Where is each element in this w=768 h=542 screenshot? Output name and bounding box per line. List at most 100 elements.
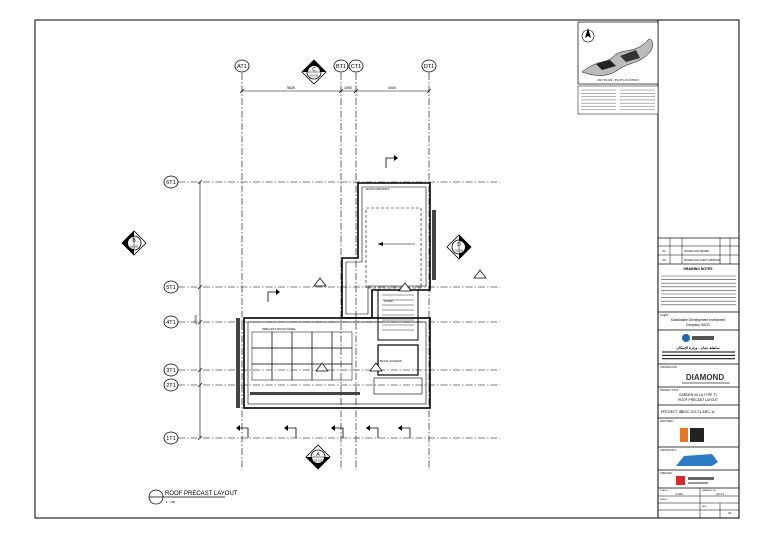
grid-bubble — [234, 59, 250, 73]
section-letter: C — [312, 67, 316, 73]
callout-arrow — [394, 155, 398, 161]
grid-label: DT1 — [424, 64, 434, 70]
section-marker: AA3-100 — [305, 444, 331, 470]
grid-label: BT1 — [336, 64, 346, 70]
drawing-title: ROOF PRECAST LAYOUT — [678, 398, 718, 402]
precast-panel — [271, 363, 293, 381]
notes-heading: DRAWING NOTES — [683, 267, 713, 271]
precast-panel — [291, 331, 313, 349]
room-label: PRECAST ROOF PANEL — [262, 327, 296, 331]
view-title: ROOF PRECAST LAYOUT — [165, 491, 238, 497]
view-title-block: ROOF PRECAST LAYOUT 1 : 100 — [148, 489, 238, 505]
scale-label: SCALE — [660, 489, 668, 492]
architect-logo-mark — [680, 428, 688, 442]
project-id-value: SDIC-GV-T1-ARC-11 — [681, 410, 715, 414]
sheet-border — [34, 19, 740, 519]
section-sheet: A3-100 — [130, 246, 139, 249]
roof-slope-zone — [365, 207, 422, 289]
callout-flag — [288, 427, 297, 438]
approval-stamp-text — [688, 482, 708, 484]
level-marker — [473, 269, 487, 279]
rev-value: 01 — [728, 511, 732, 515]
sheet-label: SHEET — [660, 499, 668, 501]
precast-panel — [251, 363, 273, 381]
revision-description: ISSUED FOR TENDER — [684, 250, 709, 253]
precast-panel — [311, 331, 333, 349]
grid-label: 4T1 — [166, 320, 175, 326]
level-marker — [398, 282, 412, 292]
callout-arrow — [366, 425, 370, 431]
revision-number: 01 — [662, 249, 666, 253]
client-label: CLIENT — [660, 314, 669, 317]
revision-number: 00 — [662, 258, 666, 262]
north-arrow-pointer — [585, 28, 591, 38]
grid-bubble — [163, 363, 179, 377]
section-sheet: A3-100 — [310, 75, 319, 78]
grid-label: 6T1 — [166, 180, 175, 186]
precast-panel — [291, 363, 313, 381]
precast-panel — [311, 347, 333, 365]
grid-label: 3T1 — [166, 368, 175, 374]
dimension-tick — [197, 367, 203, 373]
revision-description: ISSUED FOR CLIENT APPROVAL — [684, 259, 722, 262]
section-letter: D — [457, 242, 461, 248]
ministry-logo-icon — [682, 334, 690, 342]
section-letter: A — [316, 452, 320, 458]
dimension-tick — [197, 319, 203, 325]
callout-arrow — [236, 425, 240, 431]
dimension-tick — [338, 88, 344, 94]
room-label: STAIR — [384, 299, 393, 303]
dimension-text: 19500 — [194, 315, 198, 325]
drawing-no-label: DRAWING NO — [702, 489, 717, 492]
callout-arrow — [331, 425, 335, 431]
grid-bubble — [163, 315, 179, 329]
dimension-tick — [353, 88, 359, 94]
callout-flag — [335, 427, 344, 438]
dimension-tick — [426, 88, 432, 94]
slope-arrowhead — [378, 242, 383, 246]
room-label: ROOF PARAPET — [366, 187, 389, 191]
parapet-upper — [341, 182, 431, 319]
precast-panel — [331, 331, 353, 349]
roof-access-lower — [373, 377, 423, 395]
precast-panel — [271, 331, 293, 349]
precast-panel — [291, 347, 313, 365]
dimension-tick — [197, 179, 203, 185]
callout-arrow — [398, 425, 402, 431]
key-plan-plot — [620, 50, 640, 62]
client-name-line1: Sustainable Development Investment — [671, 318, 726, 322]
callout-arrow — [276, 289, 280, 295]
view-scale: 1 : 100 — [166, 500, 176, 504]
section-marker: D A3-100 — [446, 234, 472, 260]
section-letter: B — [132, 238, 136, 244]
consultant-logo — [676, 454, 718, 466]
section-marker: C A3-100 — [301, 59, 327, 85]
callout-arrow — [284, 425, 288, 431]
grid-label: AT1 — [237, 64, 247, 70]
precast-panel — [251, 331, 273, 349]
parapet-inner — [345, 186, 427, 315]
callout-flag — [240, 427, 249, 438]
approval-stamp-text — [688, 477, 714, 480]
project-title: GARDEN VILLA TYPE T1 — [679, 393, 717, 397]
section-sheet: A3-100 — [455, 250, 464, 253]
key-plan-caption: KEY PLAN - PLOT LOCATION — [597, 78, 638, 82]
architect-label: ARCHITECT — [660, 420, 674, 423]
grid-label: 2T1 — [166, 383, 175, 389]
callout-flag — [267, 291, 276, 302]
grid-bubble — [421, 59, 437, 73]
grid-label: CT1 — [351, 64, 361, 70]
grid-bubble — [163, 378, 179, 392]
project-label: PROJECT TITLE — [660, 389, 679, 392]
grid-bubble — [163, 280, 179, 294]
parapet-lower-inner — [247, 321, 427, 405]
precast-panel — [271, 347, 293, 365]
drawing-no-value: A2-11 — [716, 492, 724, 496]
scale-value: 1:100 — [675, 492, 683, 496]
dimension-text: 4000 — [388, 86, 396, 90]
dimension-text: 1050 — [344, 86, 352, 90]
project-id-label: PROJECT ID — [661, 410, 683, 414]
hatch-strip — [236, 318, 240, 408]
client-name-line2: Company SAOC — [686, 323, 711, 327]
